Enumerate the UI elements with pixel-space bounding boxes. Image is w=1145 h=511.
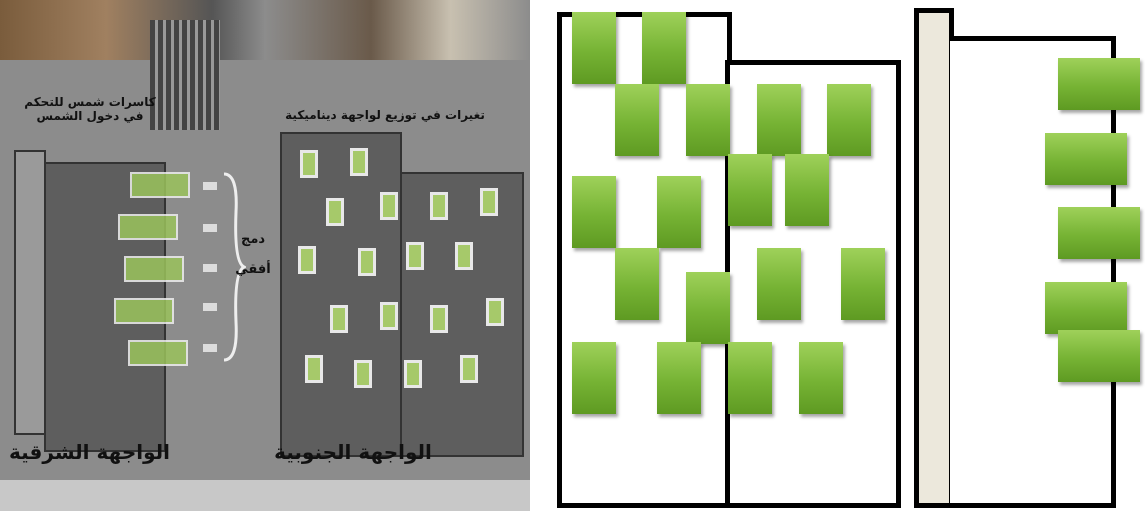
louver [118,214,178,240]
louver [124,256,184,282]
south-facade-a [280,132,402,457]
green-block [799,342,843,414]
window [430,305,448,333]
east-facade-edge [14,150,46,435]
label-east: الواجهة الشرقية [10,440,170,464]
window [354,360,372,388]
green-block [728,154,772,226]
green-louver [1058,58,1140,110]
bottom-ground [0,480,530,511]
window [430,192,448,220]
window [300,150,318,178]
green-block [841,248,885,320]
south-facade-b [400,172,524,457]
arrow-icon [203,224,217,232]
green-block [757,248,801,320]
window [350,148,368,176]
sunbreaker-photo [150,20,220,130]
window [358,248,376,276]
green-louver [1058,207,1140,259]
green-block [728,342,772,414]
window [305,355,323,383]
louver [128,340,188,366]
green-block [642,12,686,84]
window [380,302,398,330]
green-louver [1045,133,1127,185]
window [330,305,348,333]
green-block [572,12,616,84]
green-block [572,176,616,248]
window [486,298,504,326]
window [326,198,344,226]
arrow-icon [203,344,217,352]
left-photo-panel: كاسرات شمس للتحكم في دخول الشمس تغيرات ف… [0,0,530,511]
green-block [572,342,616,414]
green-block [615,248,659,320]
label-dynamic: تغيرات في توزيع لواجهة ديناميكية [280,108,490,122]
green-block [615,84,659,156]
green-block [785,154,829,226]
label-horizontal: دمج أفقي [228,225,278,285]
louver [114,298,174,324]
arrow-icon [203,182,217,190]
green-block [657,176,701,248]
window [406,242,424,270]
green-block [657,342,701,414]
window [404,360,422,388]
green-block [686,272,730,344]
arrow-icon [203,264,217,272]
window [460,355,478,383]
window [455,242,473,270]
photo-strip [0,0,530,60]
window [298,246,316,274]
green-block [827,84,871,156]
window [480,188,498,216]
green-louver [1058,330,1140,382]
green-block [686,84,730,156]
label-sunbreakers: كاسرات شمس للتحكم في دخول الشمس [20,95,160,123]
green-block [757,84,801,156]
label-south: الواجهة الجنوبية [268,440,438,464]
window [380,192,398,220]
side-wall [914,8,954,508]
arrow-icon [203,303,217,311]
louver [130,172,190,198]
green-louver [1045,282,1127,334]
